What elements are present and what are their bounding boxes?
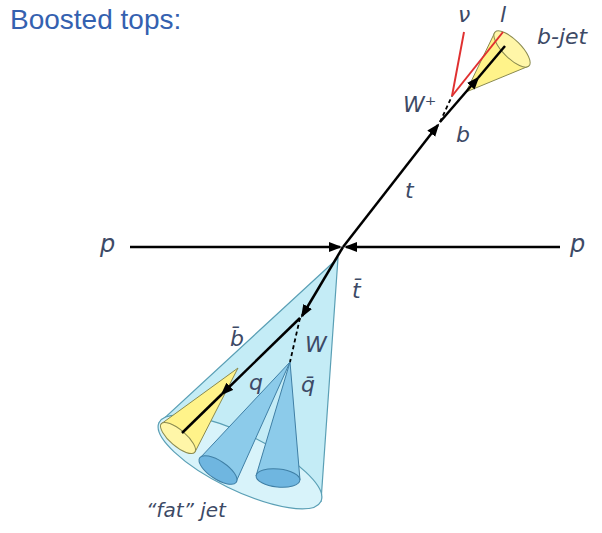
- quark-jet-cones: [195, 362, 301, 490]
- diagram-title: Boosted tops:: [10, 6, 181, 34]
- particle-label: b: [456, 124, 470, 146]
- cone-mouth: [195, 450, 242, 489]
- bbar-line: [222, 318, 300, 394]
- top-decay: [343, 46, 505, 247]
- particle-label: W: [305, 334, 327, 356]
- beam-line: [346, 246, 560, 249]
- particle-label: q̄: [301, 374, 315, 396]
- beam-label: p: [570, 232, 585, 256]
- antitop-decay: [182, 247, 343, 433]
- bbar-line: [182, 394, 222, 433]
- particle-label: l: [500, 4, 506, 26]
- b-line: [440, 78, 478, 122]
- neutrino-line: [452, 32, 464, 96]
- lepton-line: [452, 32, 503, 96]
- particle-label: W⁺: [403, 94, 436, 116]
- lepton-lines: [452, 32, 503, 96]
- jet-label: “fat” jet: [146, 500, 226, 520]
- beam-label: p: [100, 232, 115, 256]
- beam-line: [130, 246, 340, 249]
- antitop-line: [302, 247, 343, 316]
- fat-jet-cone: [147, 258, 338, 527]
- w-boson-line: [290, 318, 300, 362]
- cone-mouth: [489, 26, 536, 73]
- w-boson-line: [440, 96, 452, 122]
- top-line: [343, 125, 438, 247]
- jet-label: b-jet: [537, 26, 587, 48]
- b-line: [478, 46, 505, 78]
- particle-label: t̄: [352, 280, 361, 302]
- cone-mouth: [255, 467, 301, 489]
- particle-label: q: [249, 372, 263, 394]
- particle-label: ν: [458, 4, 470, 26]
- cone-mouth: [156, 418, 200, 459]
- particle-label: t: [405, 180, 414, 202]
- particle-label: b̄: [230, 328, 244, 350]
